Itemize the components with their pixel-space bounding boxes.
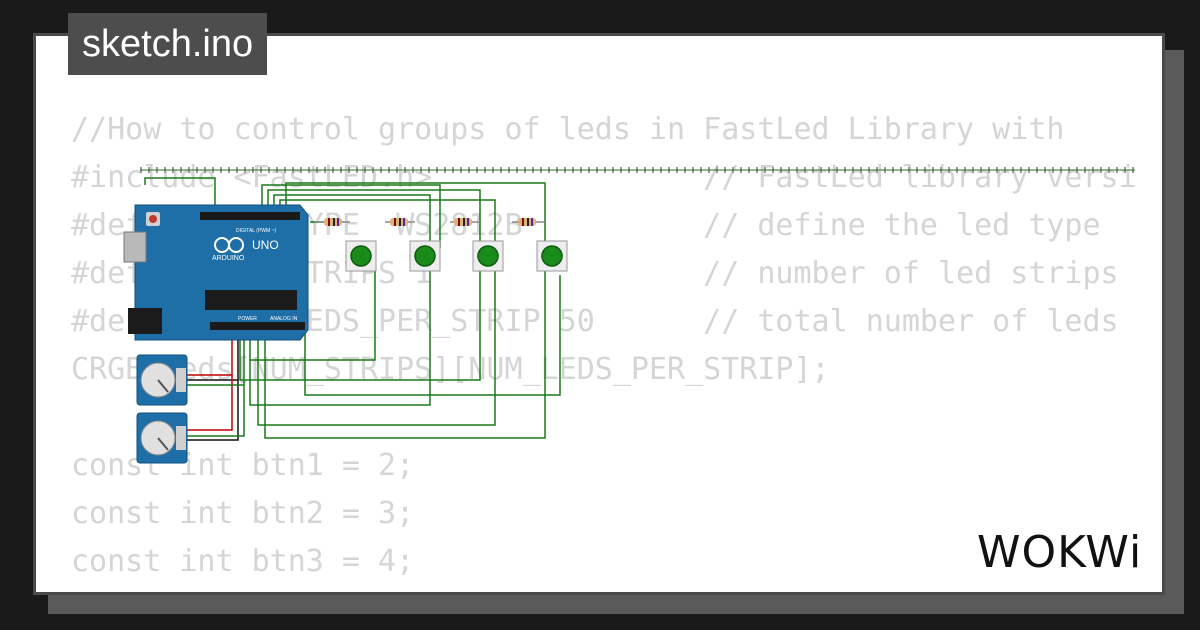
pushbutton-1: [345, 240, 377, 272]
code-line: #include <FastLED.h> // FastLed library …: [71, 160, 1137, 195]
sketch-title: sketch.ino: [68, 13, 268, 75]
code-line: const int btn3 = 4;: [71, 544, 415, 579]
board-digital-label: DIGITAL (PWM ~): [236, 228, 276, 234]
code-line: const int btn2 = 3;: [71, 496, 415, 531]
resistor-4: [512, 218, 545, 226]
board-model: UNO: [252, 238, 279, 252]
wokwi-logo: WOKWi: [977, 527, 1142, 577]
board-brand: ARDUINO: [212, 255, 245, 262]
wokwi-logo-text: WOKWi: [977, 527, 1142, 577]
potentiometer-1: [136, 354, 188, 406]
pushbutton-4: [536, 240, 568, 272]
resistors: [315, 218, 545, 226]
board-analog-label: ANALOG IN: [270, 316, 298, 322]
pushbutton-2: [409, 240, 441, 272]
resistor-1: [315, 218, 350, 226]
code-line: const int btn1 = 2;: [71, 448, 415, 483]
pushbutton-3: [472, 240, 504, 272]
potentiometer-2: [136, 412, 188, 464]
resistor-2: [385, 218, 415, 226]
code-line: //How to control groups of leds in FastL…: [71, 112, 1065, 147]
preview-card: //How to control groups of leds in FastL…: [33, 33, 1165, 595]
arduino-uno-board: UNO ARDUINO DIGITAL (PWM ~) POWER ANALOG…: [123, 204, 309, 341]
board-power-label: POWER: [238, 316, 257, 322]
wiring: [144, 177, 561, 441]
resistor-3: [450, 218, 480, 226]
